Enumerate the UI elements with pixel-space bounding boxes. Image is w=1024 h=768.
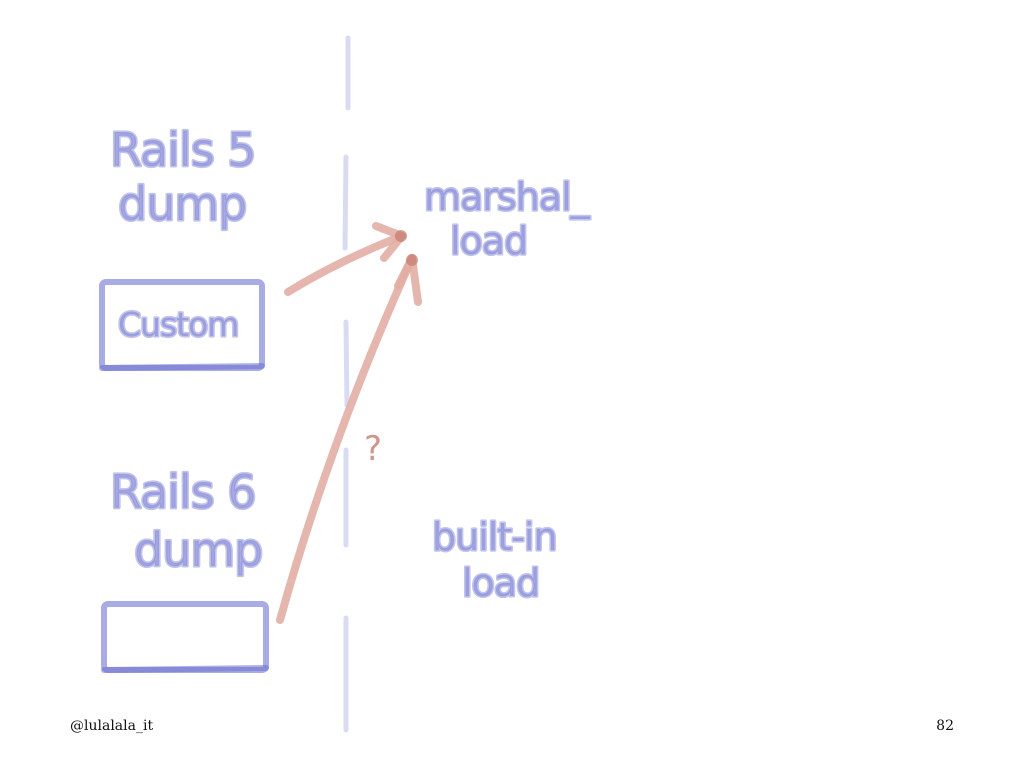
question-mark: ?: [364, 429, 382, 469]
marshal-load-label: marshal_: [424, 175, 591, 219]
rails6-box: [101, 601, 269, 673]
arrow-custom-head-dot: [395, 230, 407, 242]
page-number: 82: [936, 718, 954, 734]
rails5-label: Rails 5: [110, 123, 256, 177]
custom-box-bottom-shade: [99, 363, 265, 371]
rails6-dump-label: dump: [134, 523, 262, 577]
rails6-label: Rails 6: [110, 465, 256, 519]
arrow-rails6-to-marshal-load: [276, 254, 422, 624]
builtin-load-label: built-in: [432, 515, 557, 559]
arrow-rails6-head-dot: [406, 254, 418, 266]
rails5-dump-label: dump: [118, 177, 246, 231]
vertical-divider: [342, 35, 351, 733]
footer-handle: @lulalala_it: [70, 718, 154, 734]
marshal-load-label-line2: load: [450, 219, 527, 263]
builtin-load-label-line2: load: [462, 561, 539, 605]
rails6-box-bottom-shade: [101, 665, 269, 673]
custom-box-label: Custom: [118, 305, 238, 344]
